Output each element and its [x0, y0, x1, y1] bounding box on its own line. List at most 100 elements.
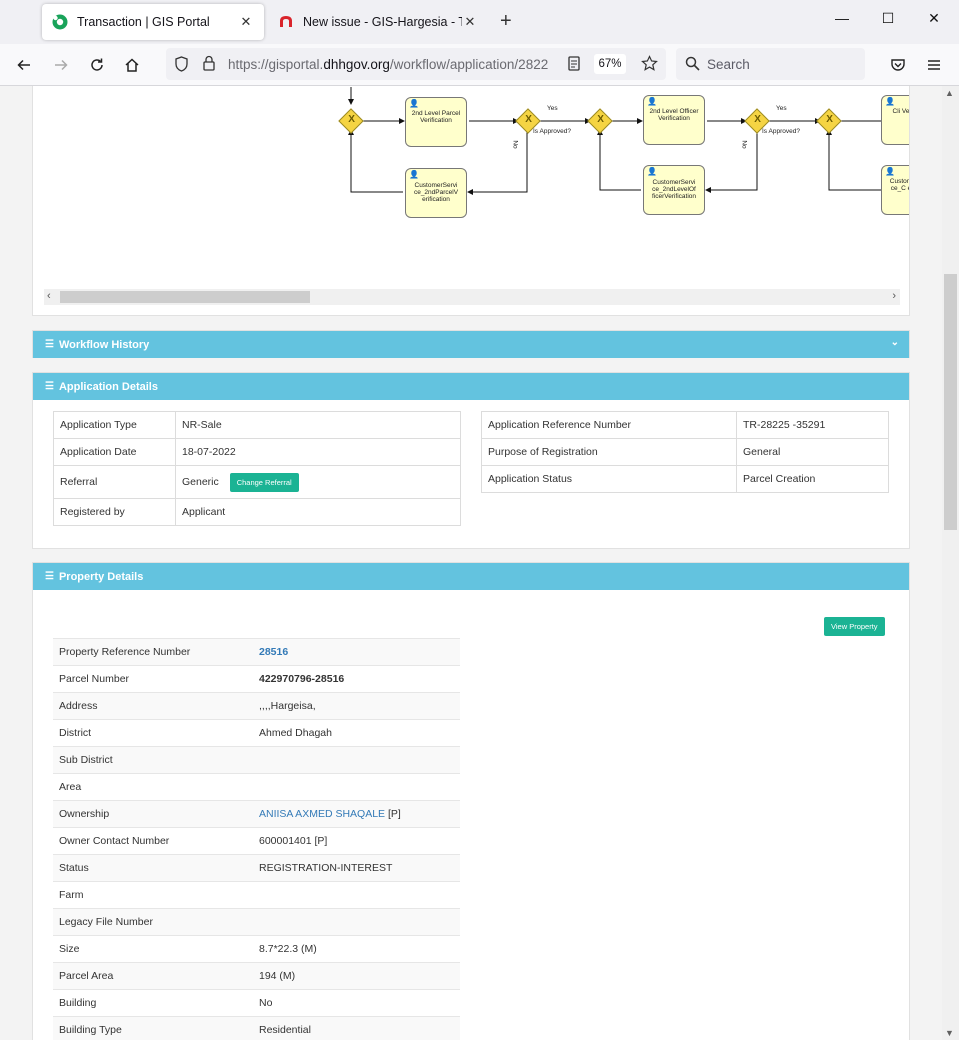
table-row: Address ,,,,Hargeisa, — [53, 692, 460, 720]
task-customerservice-2nd-parcel-verification[interactable]: 👤 CustomerServi ce_2ndParcelV erificatio… — [405, 168, 467, 218]
row-value: Residential — [253, 1016, 460, 1040]
row-label: Purpose of Registration — [481, 438, 737, 466]
diagram-horizontal-scrollbar[interactable]: ‹ › — [44, 289, 900, 305]
scroll-down-icon[interactable]: ▼ — [945, 1028, 954, 1038]
forward-icon[interactable] — [49, 53, 73, 77]
close-window-icon[interactable]: ✕ — [928, 10, 940, 26]
task-partial-top[interactable]: 👤 Cli Ve — [881, 95, 909, 145]
zoom-level[interactable]: 67% — [594, 54, 626, 74]
url-bar[interactable]: https://gisportal.dhhgov.org/workflow/ap… — [166, 48, 666, 80]
row-label: Area — [53, 773, 253, 801]
search-placeholder: Search — [707, 57, 750, 72]
row-value — [253, 773, 460, 801]
table-row: Owner Contact Number 600001401 [P] — [53, 827, 460, 855]
row-label: Registered by — [53, 498, 176, 526]
row-value: 600001401 [P] — [253, 827, 460, 855]
row-value: 422970796-28516 — [253, 665, 460, 693]
no-label: No — [511, 140, 519, 149]
row-value: 8.7*22.3 (M) — [253, 935, 460, 963]
home-icon[interactable] — [120, 53, 144, 77]
search-bar[interactable]: Search — [676, 48, 865, 80]
row-value-cell: Generic Change Referral — [175, 465, 461, 499]
table-row: Farm — [53, 881, 460, 909]
url-text[interactable]: https://gisportal.dhhgov.org/workflow/ap… — [228, 57, 558, 72]
table-row: Application Type NR-Sale — [53, 411, 461, 439]
row-label: Building Type — [53, 1016, 253, 1040]
property-details-panel: ☰ Property Details View Property Propert… — [32, 562, 910, 1040]
scroll-left-icon[interactable]: ‹ — [47, 290, 51, 302]
row-value: No — [253, 989, 460, 1017]
owner-suffix: [P] — [385, 808, 401, 820]
application-details-panel: ☰ Application Details Application Type N… — [32, 372, 910, 549]
row-label: Owner Contact Number — [53, 827, 253, 855]
view-property-button[interactable]: View Property — [824, 617, 885, 636]
task-2nd-level-parcel-verification[interactable]: 👤 2nd Level Parcel Verification — [405, 97, 467, 147]
page-viewport: X 👤 2nd Level Parcel Verification X Yes … — [0, 86, 942, 1040]
menu-icon[interactable] — [922, 53, 946, 77]
change-referral-button[interactable]: Change Referral — [229, 472, 299, 492]
search-icon — [685, 56, 700, 71]
task-customerservice-2nd-level-officer-verification[interactable]: 👤 CustomerServi ce_2ndLevelOf ficerVerif… — [643, 165, 705, 215]
application-details-header[interactable]: ☰ Application Details — [33, 373, 909, 400]
row-label: Parcel Number — [53, 665, 253, 693]
shield-icon[interactable] — [174, 56, 189, 72]
row-value: TR-28225 -35291 — [736, 411, 889, 439]
no-label: No — [740, 140, 748, 149]
page-vertical-scrollbar[interactable]: ▲ ▼ — [942, 86, 959, 1040]
close-tab-icon[interactable]: ✕ — [240, 14, 252, 29]
property-details-header[interactable]: ☰ Property Details — [33, 563, 909, 590]
new-tab-icon[interactable]: + — [500, 10, 512, 32]
tab-transaction-gis-portal[interactable]: Transaction | GIS Portal ✕ — [42, 4, 264, 40]
url-domain: dhhgov.org — [323, 57, 390, 72]
close-tab-icon[interactable]: ✕ — [464, 14, 476, 29]
row-value — [253, 908, 460, 936]
row-label: Address — [53, 692, 253, 720]
pocket-icon[interactable] — [886, 53, 910, 77]
table-row: Referral Generic Change Referral — [53, 465, 461, 499]
application-details-right-table: Application Reference Number TR-28225 -3… — [481, 411, 889, 493]
tab-new-issue[interactable]: New issue - GIS-Hargesia - Team ✕ — [268, 4, 488, 40]
table-row: Sub District — [53, 746, 460, 774]
scroll-up-icon[interactable]: ▲ — [945, 88, 954, 98]
row-label: Parcel Area — [53, 962, 253, 990]
list-icon: ☰ — [45, 339, 54, 350]
owner-link[interactable]: ANIISA AXMED SHAQALE — [259, 808, 386, 820]
url-path: /workflow/application/2822 — [389, 57, 549, 72]
task-label: 2nd Level Officer Verification — [649, 108, 699, 122]
bookmark-star-icon[interactable] — [641, 55, 658, 72]
row-value: NR-Sale — [175, 411, 461, 439]
user-task-icon: 👤 — [409, 99, 419, 108]
scroll-right-icon[interactable]: › — [892, 290, 896, 302]
row-label: Application Status — [481, 465, 737, 493]
table-row: Application Status Parcel Creation — [481, 465, 889, 493]
reload-icon[interactable] — [85, 53, 109, 77]
task-label: 2nd Level Parcel Verification — [411, 110, 461, 124]
url-prefix: https://gisportal. — [228, 57, 324, 72]
scrollbar-thumb[interactable] — [944, 274, 957, 530]
scrollbar-thumb[interactable] — [60, 291, 310, 303]
task-2nd-level-officer-verification[interactable]: 👤 2nd Level Officer Verification — [643, 95, 705, 145]
workflow-history-panel: ☰ Workflow History ⌄ — [32, 330, 910, 358]
row-value: 194 (M) — [253, 962, 460, 990]
reader-view-icon[interactable] — [568, 56, 580, 71]
browser-tab-bar: Transaction | GIS Portal ✕ New issue - G… — [0, 0, 959, 44]
row-value: Ahmed Dhagah — [253, 719, 460, 747]
workflow-history-header[interactable]: ☰ Workflow History ⌄ — [33, 331, 909, 358]
row-label: Sub District — [53, 746, 253, 774]
maximize-icon[interactable]: ☐ — [881, 10, 895, 26]
minimize-icon[interactable]: — — [835, 10, 849, 26]
row-value: REGISTRATION-INTEREST — [253, 854, 460, 882]
application-details-left-table: Application Type NR-Sale Application Dat… — [53, 411, 461, 526]
back-icon[interactable] — [12, 53, 36, 77]
row-value: Applicant — [175, 498, 461, 526]
table-row: Application Date 18-07-2022 — [53, 438, 461, 466]
lock-icon[interactable] — [202, 55, 216, 71]
row-label: Status — [53, 854, 253, 882]
table-row: Registered by Applicant — [53, 498, 461, 526]
property-reference-link[interactable]: 28516 — [259, 646, 289, 658]
gis-portal-icon — [52, 14, 68, 30]
task-partial-bottom[interactable]: 👤 Custom ce_C e — [881, 165, 909, 215]
chevron-down-icon[interactable]: ⌄ — [890, 337, 899, 348]
row-value: General — [736, 438, 889, 466]
row-value — [253, 881, 460, 909]
